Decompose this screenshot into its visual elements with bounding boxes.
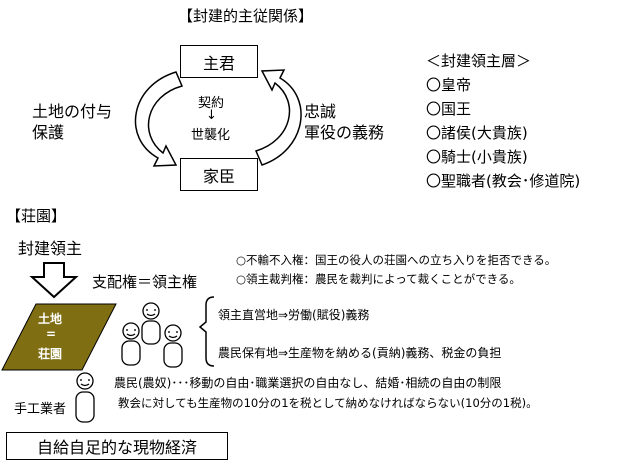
hierarchy-item-clergy: 〇聖職者(教会･修道院) bbox=[426, 172, 581, 190]
hierarchy-item-emperor: 〇皇帝 bbox=[426, 76, 472, 94]
vassal-label: 家臣 bbox=[202, 166, 235, 186]
left-label-land-grant: 土地の付与 bbox=[32, 102, 113, 121]
center-hereditary: 世襲化 bbox=[191, 128, 231, 143]
left-curved-arrow bbox=[134, 71, 184, 167]
manor-label: 荘園 bbox=[38, 347, 63, 361]
hierarchy-item-knights: 〇騎士(小貴族) bbox=[426, 148, 528, 166]
manor-heading: 【荘園】 bbox=[6, 207, 67, 225]
right-immunity: ○不輸不入権：国王の役人の荘園への立ち入りを拒否できる。 bbox=[236, 253, 557, 267]
peasant-figures bbox=[75, 302, 183, 423]
land-parallelogram bbox=[1, 303, 117, 371]
hierarchy-item-king: 〇国王 bbox=[426, 100, 472, 118]
feudal-lord-label: 封建領主 bbox=[18, 239, 83, 258]
land-type-demesne: 領主直営地⇒労働(賦役)義務 bbox=[218, 308, 370, 322]
economy-label: 自給自足的な現物経済 bbox=[36, 438, 197, 457]
right-jurisdiction: ○領主裁判権：農民を裁判によって裁くことができる。 bbox=[236, 272, 521, 286]
lord-box: 主君 bbox=[180, 45, 258, 78]
hierarchy-item-lords: 〇諸侯(大貴族) bbox=[426, 124, 528, 142]
right-label-military-duty: 軍役の義務 bbox=[304, 123, 385, 142]
down-block-arrow bbox=[29, 262, 79, 299]
land-equals: = bbox=[46, 327, 57, 341]
economy-box: 自給自足的な現物経済 bbox=[6, 432, 228, 460]
tithe-description: 教会に対しても生産物の10分の1を税として納めなければならない(10分の1税)。 bbox=[118, 396, 538, 410]
artisan-label: 手工業者 bbox=[14, 402, 67, 417]
land-label: 土地 bbox=[38, 312, 63, 326]
right-label-loyalty: 忠誠 bbox=[304, 102, 337, 121]
land-type-bracket bbox=[198, 296, 215, 367]
peasant-description: 農民(農奴)･･･移動の自由･職業選択の自由なし、結婚･相続の自由の制限 bbox=[114, 376, 502, 390]
right-curved-arrow bbox=[254, 69, 302, 166]
center-arrow: ↓ bbox=[206, 108, 217, 123]
vassal-box: 家臣 bbox=[180, 158, 258, 191]
lord-label: 主君 bbox=[202, 53, 235, 73]
diagram-title: 【封建的主従関係】 bbox=[178, 7, 314, 25]
center-contract: 契約 bbox=[198, 96, 225, 111]
land-type-peasant-holding: 農民保有地⇒生産物を納める(貢納)義務、税金の負担 bbox=[218, 346, 502, 360]
left-label-protection: 保護 bbox=[32, 123, 65, 142]
rule-label: 支配権＝領主権 bbox=[92, 273, 198, 291]
hierarchy-heading: ＜封建領主層＞ bbox=[426, 52, 532, 70]
